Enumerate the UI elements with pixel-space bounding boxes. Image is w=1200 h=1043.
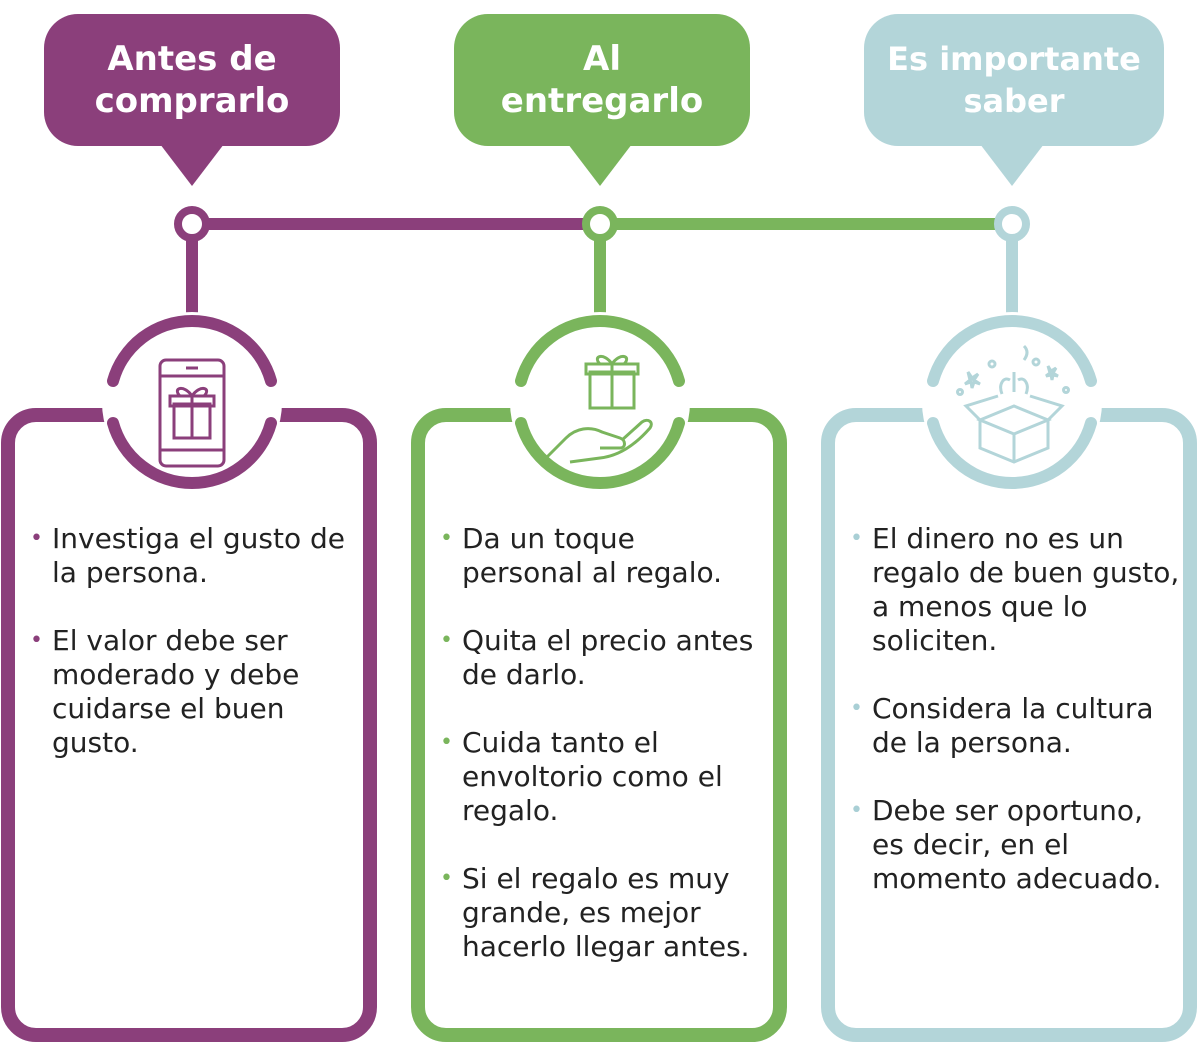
bullet-icon: • [850, 526, 863, 551]
title-line: Es importante [887, 40, 1141, 78]
title-line: Antes de [107, 39, 277, 79]
list-item-text: Si el regalo es muy grande, es mejor hac… [462, 862, 750, 963]
title-line: Al [583, 39, 621, 79]
title-line: entregarlo [500, 81, 704, 121]
list-item: • Investiga el gusto de la persona. [30, 522, 352, 590]
list-item: • Quita el precio antes de darlo. [440, 624, 762, 692]
timeline-node-1 [174, 206, 210, 242]
bullet-icon: • [30, 526, 43, 551]
list-item-text: Da un toque personal al regalo. [462, 522, 723, 589]
list-item-text: El dinero no es un regalo de buen gusto,… [872, 522, 1180, 657]
ring-col-3 [927, 315, 1097, 387]
card-3-list: • El dinero no es un regalo de buen gusto… [850, 522, 1180, 930]
list-item-text: El valor debe ser moderado y debe cuidar… [52, 624, 300, 759]
bullet-icon: • [850, 696, 863, 721]
ring-col-1 [107, 315, 277, 387]
list-item: • Si el regalo es muy grande, es mejor ha… [440, 862, 762, 964]
header-title-important: Es importante saber [887, 38, 1141, 122]
list-item-text: Considera la cultura de la persona. [872, 692, 1154, 759]
timeline-node-2 [582, 206, 618, 242]
card-1-list: • Investiga el gusto de la persona. • El va… [30, 522, 352, 794]
pointer-col-1 [160, 144, 224, 186]
title-line: saber [963, 82, 1065, 120]
list-item-text: Debe ser oportuno, es decir, en el momen… [872, 794, 1162, 895]
open-gift-box-icon [956, 344, 1070, 464]
list-item-text: Quita el precio antes de darlo. [462, 624, 754, 691]
bullet-icon: • [440, 866, 453, 891]
bullet-icon: • [440, 628, 453, 653]
pointer-col-3 [980, 144, 1044, 186]
bullet-icon: • [850, 798, 863, 823]
header-bubble-important: Es importante saber [864, 14, 1164, 146]
list-item: • El dinero no es un regalo de buen gusto… [850, 522, 1180, 658]
ring-col-2 [515, 315, 685, 387]
list-item-text: Cuida tanto el envoltorio como el regalo… [462, 726, 723, 827]
title-line: comprarlo [94, 81, 290, 121]
bullet-icon: • [30, 628, 43, 653]
smartphone-gift-icon [158, 358, 226, 468]
pointer-col-2 [568, 144, 632, 186]
list-item: • Da un toque personal al regalo. [440, 522, 762, 590]
list-item-text: Investiga el gusto de la persona. [52, 522, 346, 589]
list-item: • Considera la cultura de la persona. [850, 692, 1180, 760]
timeline-node-3 [994, 206, 1030, 242]
bullet-icon: • [440, 730, 453, 755]
card-2-list: • Da un toque personal al regalo. • Quita e… [440, 522, 762, 998]
hand-gift-icon [544, 355, 653, 464]
bullet-icon: • [440, 526, 453, 551]
list-item: • El valor debe ser moderado y debe cuida… [30, 624, 352, 760]
list-item: • Debe ser oportuno, es decir, en el mome… [850, 794, 1180, 896]
list-item: • Cuida tanto el envoltorio como el regal… [440, 726, 762, 828]
